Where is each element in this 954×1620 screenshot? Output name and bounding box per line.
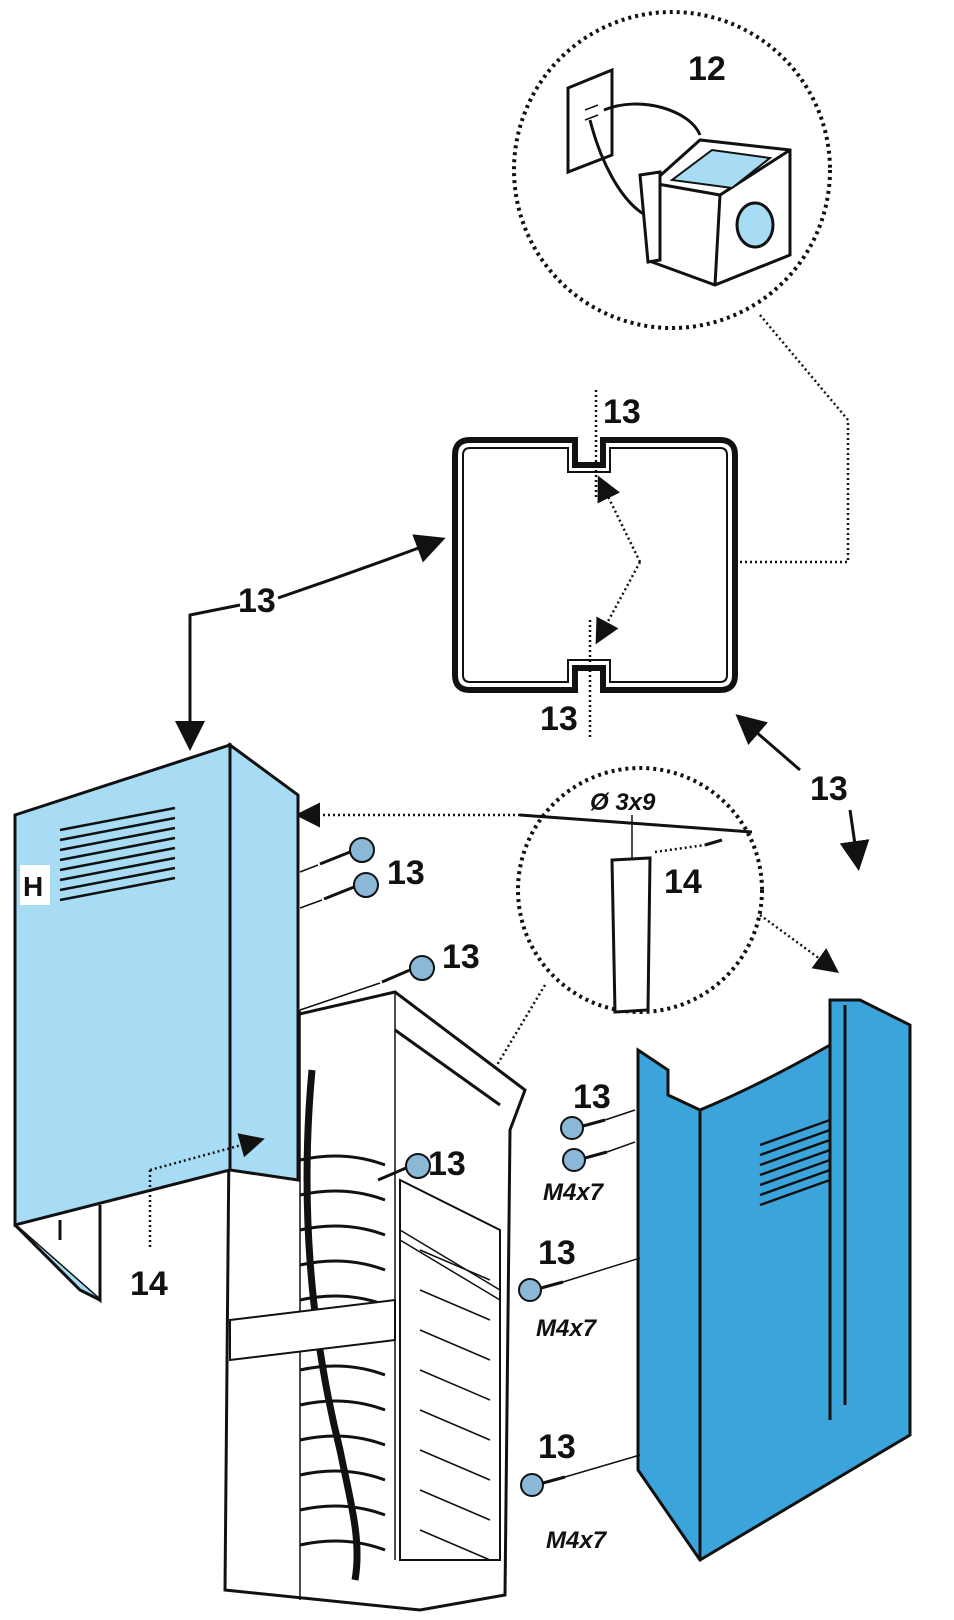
label-13-right-c: 13 <box>538 1428 576 1466</box>
left-panel-h: H 14 <box>13 742 300 1304</box>
vent-slots-left <box>59 806 176 902</box>
detail-circle-12: 12 <box>512 10 832 330</box>
screw-icon <box>299 837 375 873</box>
vent-slots-right <box>759 1118 831 1207</box>
screw-icon <box>518 1257 641 1302</box>
label-13-screws-upper: 13 <box>387 854 425 892</box>
label-13-screw-frame: 13 <box>428 1145 466 1183</box>
screw-icon <box>562 1141 636 1172</box>
label-13-screw-mid: 13 <box>442 938 480 976</box>
label-12: 12 <box>688 50 726 88</box>
screw-icon <box>299 955 435 1011</box>
leader-circle14-right-panel <box>759 913 840 973</box>
label-13-frame-top: 13 <box>603 393 641 431</box>
label-14-left: 14 <box>130 1265 168 1303</box>
screw-icon <box>560 1109 636 1140</box>
detail-circle-14: Ø 3x9 14 <box>516 766 764 1014</box>
inner-frame-assembly <box>223 990 527 1612</box>
label-13-right-arrow: 13 <box>810 770 848 808</box>
spec-m4-b: M4x7 <box>536 1315 598 1342</box>
label-13-right-a: 13 <box>573 1078 611 1116</box>
label-13-frame-bottom: 13 <box>540 700 578 738</box>
arrow-down-right-panel <box>839 809 870 871</box>
screw-icon <box>520 1454 641 1497</box>
label-14-circle: 14 <box>664 863 702 901</box>
right-panel-screws: 13 M4x7 13 M4x7 13 M4x7 <box>518 1078 641 1554</box>
arrow-right-to-frame <box>735 714 801 772</box>
label-h: H <box>23 871 43 902</box>
top-view-frame: 13 13 <box>452 390 738 740</box>
arrow-left-to-frame <box>188 540 440 740</box>
label-13-left-arrow: 13 <box>238 582 276 620</box>
spec-m4-c: M4x7 <box>546 1527 608 1554</box>
screw-icon <box>704 838 723 847</box>
screw-icon <box>377 1153 431 1182</box>
label-13-right-b: 13 <box>538 1234 576 1272</box>
screw-icon <box>299 872 379 909</box>
left-panel-screws: 13 13 13 <box>299 837 480 1183</box>
spec-m4-a: M4x7 <box>543 1179 605 1206</box>
screw-spec-small: Ø 3x9 <box>590 789 656 816</box>
plug-icon <box>638 138 792 287</box>
right-panel <box>636 998 912 1563</box>
